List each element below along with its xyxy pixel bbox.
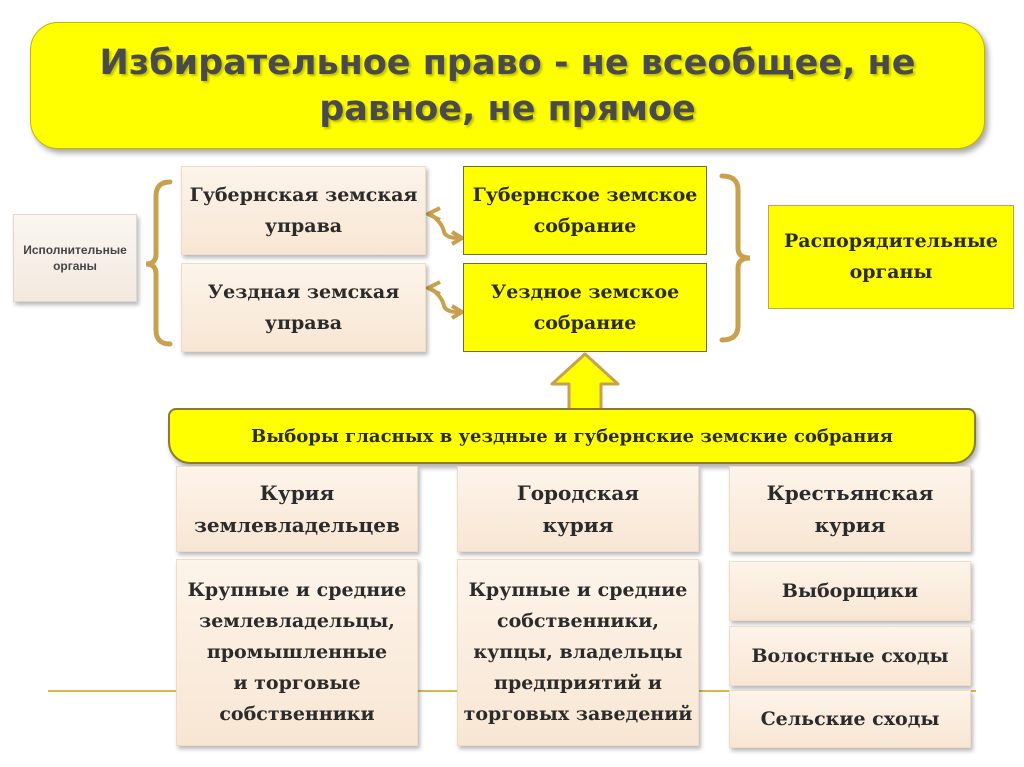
gubernskaya-uprava-box: Губернская земская управа (181, 166, 426, 255)
diagram-title: Избирательное право - не всеобщее, не ра… (30, 22, 985, 149)
administrative-bracket (719, 173, 751, 343)
up-arrow-icon (550, 352, 620, 412)
peasant-curia-box: Крестьянская курия (729, 466, 971, 552)
executive-organs-label: Исполнительные органы (13, 214, 137, 302)
electors-box: Выборщики (729, 561, 971, 621)
city-members-box: Крупные и средние собственники, купцы, в… (457, 559, 699, 746)
executive-bracket (145, 179, 173, 347)
gubernskoe-sobranie-box: Губернское земское собрание (463, 166, 707, 255)
elections-banner: Выборы гласных в уездные и губернские зе… (168, 408, 976, 464)
uezdnaya-uprava-box: Уездная земская управа (181, 263, 426, 352)
bottom-exchange-arrow-icon (426, 280, 464, 320)
village-assemblies-box: Сельские сходы (729, 690, 971, 748)
landowners-members-box: Крупные и средние землевладельцы, промыш… (176, 559, 418, 746)
uezdnoe-sobranie-box: Уездное земское собрание (463, 263, 707, 352)
title-line-2: равное, не прямое (319, 88, 696, 129)
top-exchange-arrow-icon (426, 206, 464, 246)
landowners-curia-box: Курия землевладельцев (176, 466, 418, 552)
title-line-1: Избирательное право - не всеобщее, не (99, 42, 916, 83)
volost-assemblies-box: Волостные сходы (729, 626, 971, 686)
city-curia-box: Городская курия (457, 466, 699, 552)
administrative-organs-label: Распорядительные органы (768, 205, 1014, 309)
